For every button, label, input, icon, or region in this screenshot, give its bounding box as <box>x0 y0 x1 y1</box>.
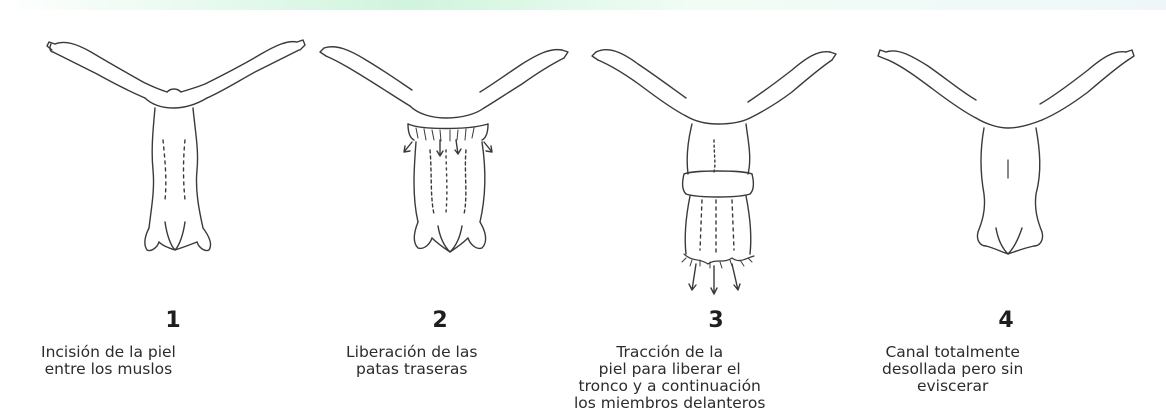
step-caption: Liberación de las patas traseras <box>346 344 477 378</box>
step-2-figure: 2 Liberación de las patas traseras <box>300 0 590 418</box>
carcass-illustration-4 <box>856 0 1146 300</box>
step-4-figure: 4 Canal totalmente desollada pero sin ev… <box>856 0 1146 418</box>
carcass-illustration-2 <box>300 0 590 300</box>
caption-line: Incisión de la piel <box>41 344 176 361</box>
step-number: 1 <box>153 308 193 333</box>
step-caption: Tracción de la piel para liberar el tron… <box>574 344 765 412</box>
caption-line: Liberación de las <box>346 344 477 361</box>
step-3-figure: 3 Tracción de la piel para liberar el tr… <box>568 0 858 418</box>
caption-line: eviscerar <box>882 378 1023 395</box>
carcass-illustration-3 <box>568 0 858 300</box>
step-number: 2 <box>420 308 460 333</box>
caption-line: Canal totalmente <box>882 344 1023 361</box>
caption-line: patas traseras <box>346 361 477 378</box>
step-number: 4 <box>986 308 1026 333</box>
caption-line: tronco y a continuación <box>574 378 765 395</box>
step-number: 3 <box>696 308 736 333</box>
caption-line: entre los muslos <box>41 361 176 378</box>
step-caption: Incisión de la piel entre los muslos <box>41 344 176 378</box>
caption-line: desollada pero sin <box>882 361 1023 378</box>
step-caption: Canal totalmente desollada pero sin evis… <box>882 344 1023 395</box>
caption-line: Tracción de la <box>574 344 765 361</box>
caption-line: piel para liberar el <box>574 361 765 378</box>
step-1-figure: 1 Incisión de la piel entre los muslos <box>25 0 315 418</box>
caption-line: los miembros delanteros <box>574 395 765 412</box>
carcass-illustration-1 <box>25 0 315 300</box>
